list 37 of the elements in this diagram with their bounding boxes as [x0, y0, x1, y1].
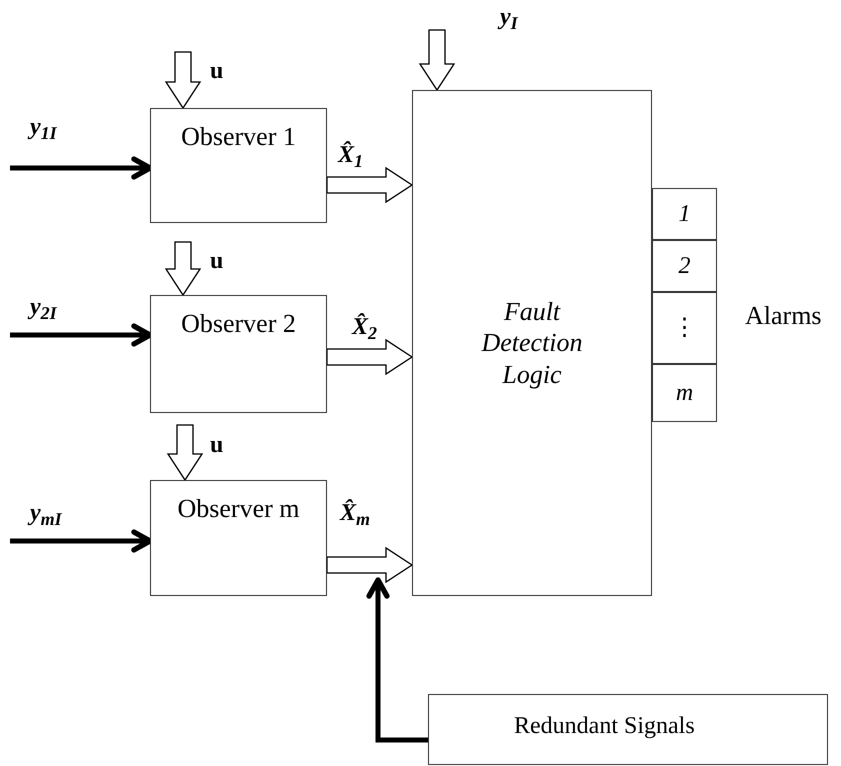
edge-label: u [210, 247, 224, 276]
node-label: Redundant Signals [514, 712, 695, 740]
node-label: ⋮ [672, 314, 696, 343]
block-arrow [326, 338, 414, 376]
edge-label: u [210, 431, 224, 460]
node-label: Fault Detection Logic [480, 296, 584, 390]
edge-label: y$_{I}$ [500, 2, 518, 34]
process-box [150, 295, 327, 413]
node-label: Observer 1 [181, 121, 296, 152]
node-label: Observer m [177, 493, 300, 524]
group-label: Alarms [745, 300, 822, 332]
edge-label: X̂$_{2}$ [352, 312, 378, 344]
edge-label: y$_{1I}$ [30, 112, 57, 144]
process-box [150, 108, 327, 223]
block-arrow [166, 424, 204, 482]
node-label: Observer 2 [181, 308, 296, 340]
node-label: 2 [678, 252, 690, 281]
edge-label: y$_{mI}$ [30, 498, 62, 530]
alarm-slot [652, 240, 717, 292]
edge-label: u [210, 57, 224, 86]
process-box [412, 90, 652, 596]
block-arrow [418, 29, 456, 92]
edge-label: X̂$_{1}$ [338, 140, 364, 172]
node-label: m [676, 379, 694, 408]
process-box [428, 694, 828, 765]
block-arrow [164, 51, 202, 110]
alarm-slot [652, 292, 717, 364]
alarm-slot [652, 364, 717, 422]
block-arrow [326, 546, 414, 584]
block-arrow [164, 241, 202, 296]
process-box [150, 480, 327, 596]
block-arrow [326, 166, 414, 204]
arrow [366, 577, 428, 742]
alarm-slot [652, 188, 717, 240]
node-label: 1 [678, 200, 690, 229]
edge-label: y$_{2I}$ [30, 292, 57, 324]
edge-label: X̂$_{m}$ [340, 498, 370, 530]
